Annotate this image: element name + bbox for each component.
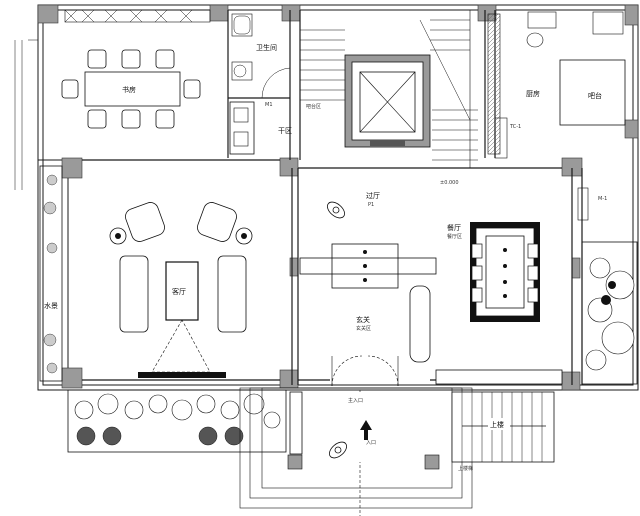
stair-note: 上楼梯 [458,465,473,472]
interior-walls [82,10,583,385]
stairs-up-label: 上楼 [490,420,504,429]
columns [37,4,639,391]
entrance-label: 玄关 [356,315,370,324]
elevator [344,54,431,148]
dry-area: 干区 吧台区 [229,101,321,155]
entry-tag: 主入口 [348,397,363,404]
dry-area-label: 干区 [278,127,292,135]
outer-walls [37,4,639,391]
office-table [84,71,181,107]
kitchen-tag: TC-1 [509,124,521,130]
bathroom-label: 卫生间 [256,43,277,52]
right-garden: M-1 [577,187,638,385]
bathroom-room: 卫生间 M1 [231,13,291,108]
water-feature: 水景 [39,165,63,382]
door-label: M1 [265,102,273,108]
bar-label: 吧台 [588,91,602,100]
right-tag: M-1 [598,196,607,202]
dining-label: 餐厅 [447,223,461,232]
level-label: ±0.000 [440,180,459,186]
living-label: 客厅 [172,287,186,296]
corridor-sub: P1 [368,202,374,208]
kitchen-label: 厨房 [526,89,540,98]
entry-area: 入口 主入口 [287,392,440,470]
corridor-label: 过厅 [366,191,380,200]
entry-label: 入口 [366,440,376,446]
living-room: 客厅 [109,202,253,378]
office-label: 书房 [122,85,136,94]
entrance-sub: 玄关区 [356,325,371,332]
dry-area-sub: 吧台区 [306,103,321,110]
divider-screen [299,243,437,289]
entry-figure [329,441,347,459]
stairwell [300,10,478,168]
office-room: 书房 [14,9,211,190]
kitchen-room: 厨房 吧台 TC-1 [487,11,626,159]
dining-sub: 餐厅区 [447,233,462,240]
water-label: 水景 [44,301,58,310]
corridor-figure [327,201,345,219]
front-garden [67,389,303,455]
dining-room: 餐厅 餐厅区 [435,222,563,385]
corridor-area: 过厅 P1 ±0.000 [327,180,459,219]
entrance-area: 玄关 玄关区 [331,285,431,387]
office-chairs [61,49,201,129]
outdoor-stairs: 上楼 上楼梯 [451,391,555,472]
